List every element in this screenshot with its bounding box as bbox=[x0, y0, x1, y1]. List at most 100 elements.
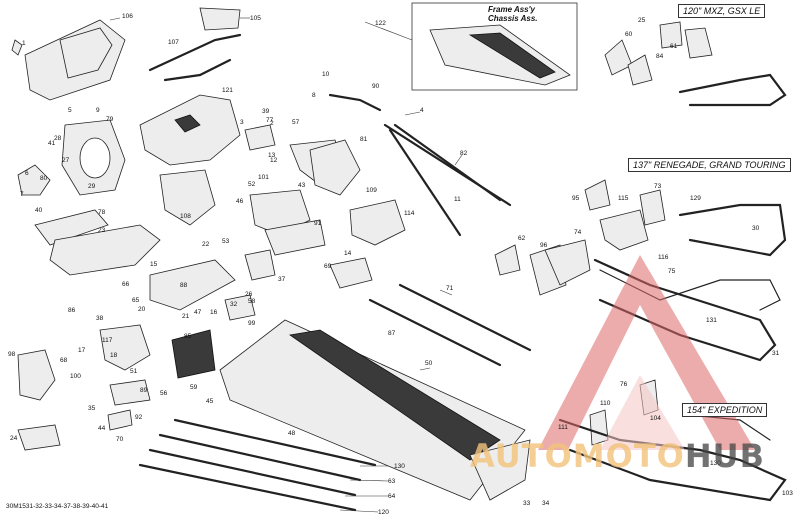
frame-inset-part bbox=[429, 24, 571, 86]
callout-number: 75 bbox=[668, 268, 676, 275]
callout-number: 48 bbox=[288, 430, 296, 437]
callout-number: 115 bbox=[618, 195, 629, 202]
callout-number: 111 bbox=[558, 424, 568, 431]
callout-number: 59 bbox=[190, 384, 198, 391]
callout-number: 109 bbox=[366, 187, 377, 194]
callout-number: 4 bbox=[420, 107, 424, 114]
callout-number: 40 bbox=[35, 207, 43, 214]
callout-number: 9 bbox=[96, 107, 100, 114]
callout-number: 100 bbox=[70, 373, 81, 380]
callout-number: 103 bbox=[782, 490, 793, 497]
variant-label-137: 137" RENEGADE, GRAND TOURING bbox=[628, 158, 791, 172]
callout-number: 69 bbox=[324, 263, 332, 270]
front-frame-part bbox=[139, 94, 241, 166]
callout-number: 38 bbox=[96, 315, 104, 322]
bracket-108-part bbox=[159, 169, 216, 226]
callout-number: 87 bbox=[388, 330, 396, 337]
callout-number: 84 bbox=[656, 53, 664, 60]
front-bumper-part bbox=[11, 19, 126, 101]
callout-number: 117 bbox=[102, 337, 113, 344]
callout-number: 50 bbox=[425, 360, 433, 367]
bracket-53-part bbox=[244, 249, 276, 281]
callout-number: 7 bbox=[20, 191, 24, 198]
callout-number: 86 bbox=[68, 307, 76, 314]
tunnel-87-part bbox=[219, 319, 531, 501]
callout-number: 39 bbox=[262, 108, 270, 115]
callout-number: 108 bbox=[180, 213, 191, 220]
plate-91-part bbox=[264, 219, 326, 256]
callout-number: 12 bbox=[270, 157, 278, 164]
callout-number: 63 bbox=[388, 478, 396, 485]
leader-lines bbox=[109, 17, 463, 513]
callout-number: 68 bbox=[60, 357, 68, 364]
steering-column-part bbox=[148, 7, 242, 82]
callout-number: 30 bbox=[752, 225, 760, 232]
callout-number: 130 bbox=[710, 460, 721, 467]
running-rails-part bbox=[138, 418, 377, 512]
callout-number: 116 bbox=[658, 254, 669, 261]
callout-number: 101 bbox=[258, 174, 269, 181]
callout-number: 6 bbox=[25, 170, 29, 177]
frame-label-line-1: Frame Ass'y bbox=[488, 5, 535, 14]
callout-number: 34 bbox=[542, 500, 550, 507]
rail-76a-part bbox=[398, 283, 532, 352]
callout-number: 24 bbox=[10, 435, 18, 442]
callout-number: 35 bbox=[88, 405, 96, 412]
callout-number: 95 bbox=[572, 195, 580, 202]
callout-number: 13 bbox=[268, 152, 276, 159]
flap-117-part bbox=[171, 329, 216, 379]
left-side-plate-part bbox=[17, 119, 126, 196]
left-lower-brackets-part bbox=[17, 324, 151, 451]
callout-number: 44 bbox=[98, 425, 106, 432]
variant-label-154: 154" EXPEDITION bbox=[682, 403, 768, 417]
callout-number: 32 bbox=[230, 301, 238, 308]
frame-assy-label: Frame Ass'y Chassis Ass. bbox=[488, 5, 548, 23]
callout-number: 90 bbox=[372, 83, 380, 90]
callout-number: 25 bbox=[638, 17, 646, 24]
tray-66-part bbox=[149, 259, 236, 311]
callout-number: 76 bbox=[620, 381, 628, 388]
callout-number: 77 bbox=[266, 117, 274, 124]
callout-number: 56 bbox=[160, 390, 168, 397]
lower-plates-part bbox=[34, 209, 161, 276]
callout-number: 74 bbox=[574, 229, 582, 236]
callout-number: 81 bbox=[360, 136, 368, 143]
bracket-109-part bbox=[309, 139, 361, 196]
callout-number: 71 bbox=[446, 285, 454, 292]
callout-number: 3 bbox=[240, 119, 244, 126]
callout-number: 26 bbox=[245, 291, 253, 298]
callout-number: 98 bbox=[8, 351, 16, 358]
watermark-text: AUTOMOTOHUB bbox=[470, 437, 766, 475]
arm-90-part bbox=[328, 93, 382, 112]
bracket-58-part bbox=[224, 294, 256, 321]
rail-76b-part bbox=[368, 298, 502, 367]
callout-number: 57 bbox=[292, 119, 300, 126]
callout-number: 79 bbox=[106, 116, 114, 123]
callout-number: 80 bbox=[40, 175, 48, 182]
callout-number: 45 bbox=[206, 398, 214, 405]
callout-number: 96 bbox=[540, 242, 548, 249]
callout-number: 130 bbox=[394, 463, 405, 470]
callout-number: 31 bbox=[772, 350, 780, 357]
frame-label-line-2: Chassis Ass. bbox=[488, 14, 538, 23]
callout-number: 110 bbox=[600, 400, 611, 407]
callout-number: 105 bbox=[250, 15, 261, 22]
callout-number: 23 bbox=[98, 227, 106, 234]
tension-rods-part bbox=[383, 123, 512, 237]
callout-number: 37 bbox=[278, 276, 286, 283]
callout-number: 22 bbox=[202, 241, 210, 248]
callout-number: 121 bbox=[222, 87, 233, 94]
callout-number: 11 bbox=[454, 196, 461, 203]
callout-number: 99 bbox=[248, 320, 256, 327]
callout-number: 104 bbox=[650, 415, 661, 422]
callout-number: 51 bbox=[130, 368, 138, 375]
callout-number: 20 bbox=[138, 306, 146, 313]
watermark-logo bbox=[538, 255, 755, 450]
callout-number: 41 bbox=[48, 140, 56, 147]
callout-number: 61 bbox=[670, 43, 678, 50]
callout-number: 107 bbox=[168, 39, 179, 46]
callout-number: 88 bbox=[180, 282, 188, 289]
callout-number: 43 bbox=[298, 182, 306, 189]
callout-number: 62 bbox=[518, 235, 526, 242]
